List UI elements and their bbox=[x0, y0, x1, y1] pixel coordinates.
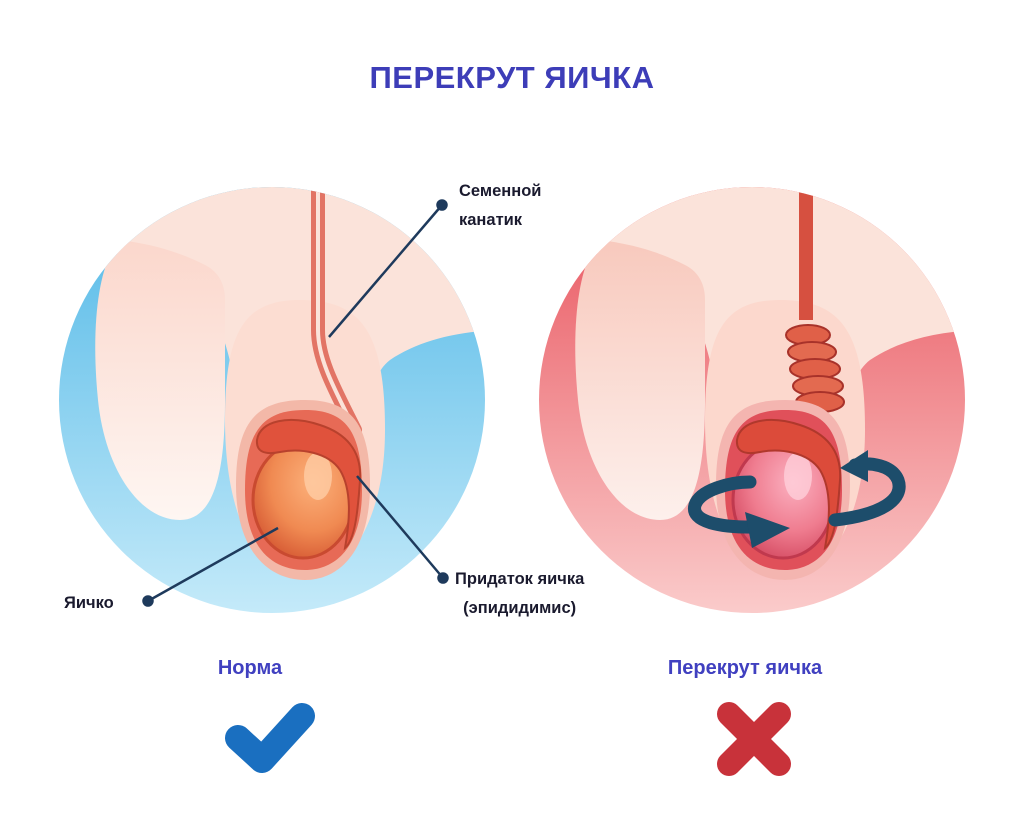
torsion-caption: Перекрут яичка bbox=[667, 657, 823, 679]
page-title: ПЕРЕКРУТ ЯИЧКА bbox=[369, 60, 655, 95]
epididymis-leader-dot bbox=[437, 572, 449, 584]
testis-leader-line bbox=[147, 526, 279, 603]
epididymis-label-line1: Придаток яичка bbox=[455, 570, 585, 588]
testis-highlight bbox=[304, 452, 332, 500]
torsion-epididymis bbox=[735, 419, 842, 551]
leader-lines bbox=[142, 199, 449, 607]
torsion-penis-shape bbox=[575, 240, 705, 520]
epididymis-label: Придаток яичка (эпидидимис) bbox=[455, 565, 584, 623]
epididymis-leader-line bbox=[356, 475, 444, 579]
cord-leader-dot bbox=[436, 199, 448, 211]
cross-icon bbox=[717, 702, 791, 776]
spermatic-cord-label: Семенной канатик bbox=[459, 177, 541, 235]
cord-leader-line bbox=[328, 204, 443, 338]
spermatic-cord-label-line1: Семенной bbox=[459, 182, 542, 200]
normal-caption: Норма bbox=[217, 657, 283, 679]
checkmark-icon bbox=[225, 703, 315, 773]
torsion-panel bbox=[539, 187, 965, 613]
epididymis-label-line2: (эпидидимис) bbox=[463, 599, 577, 617]
normal-panel bbox=[59, 187, 485, 613]
penis-shape bbox=[95, 240, 225, 520]
testis-label: Яичко bbox=[64, 594, 114, 612]
rotation-arrows-icon bbox=[688, 450, 906, 548]
epididymis bbox=[255, 419, 362, 551]
torsion-testis-highlight bbox=[784, 452, 812, 500]
spermatic-cord-label-line2: канатик bbox=[459, 211, 523, 229]
testis-leader-dot bbox=[142, 595, 154, 607]
